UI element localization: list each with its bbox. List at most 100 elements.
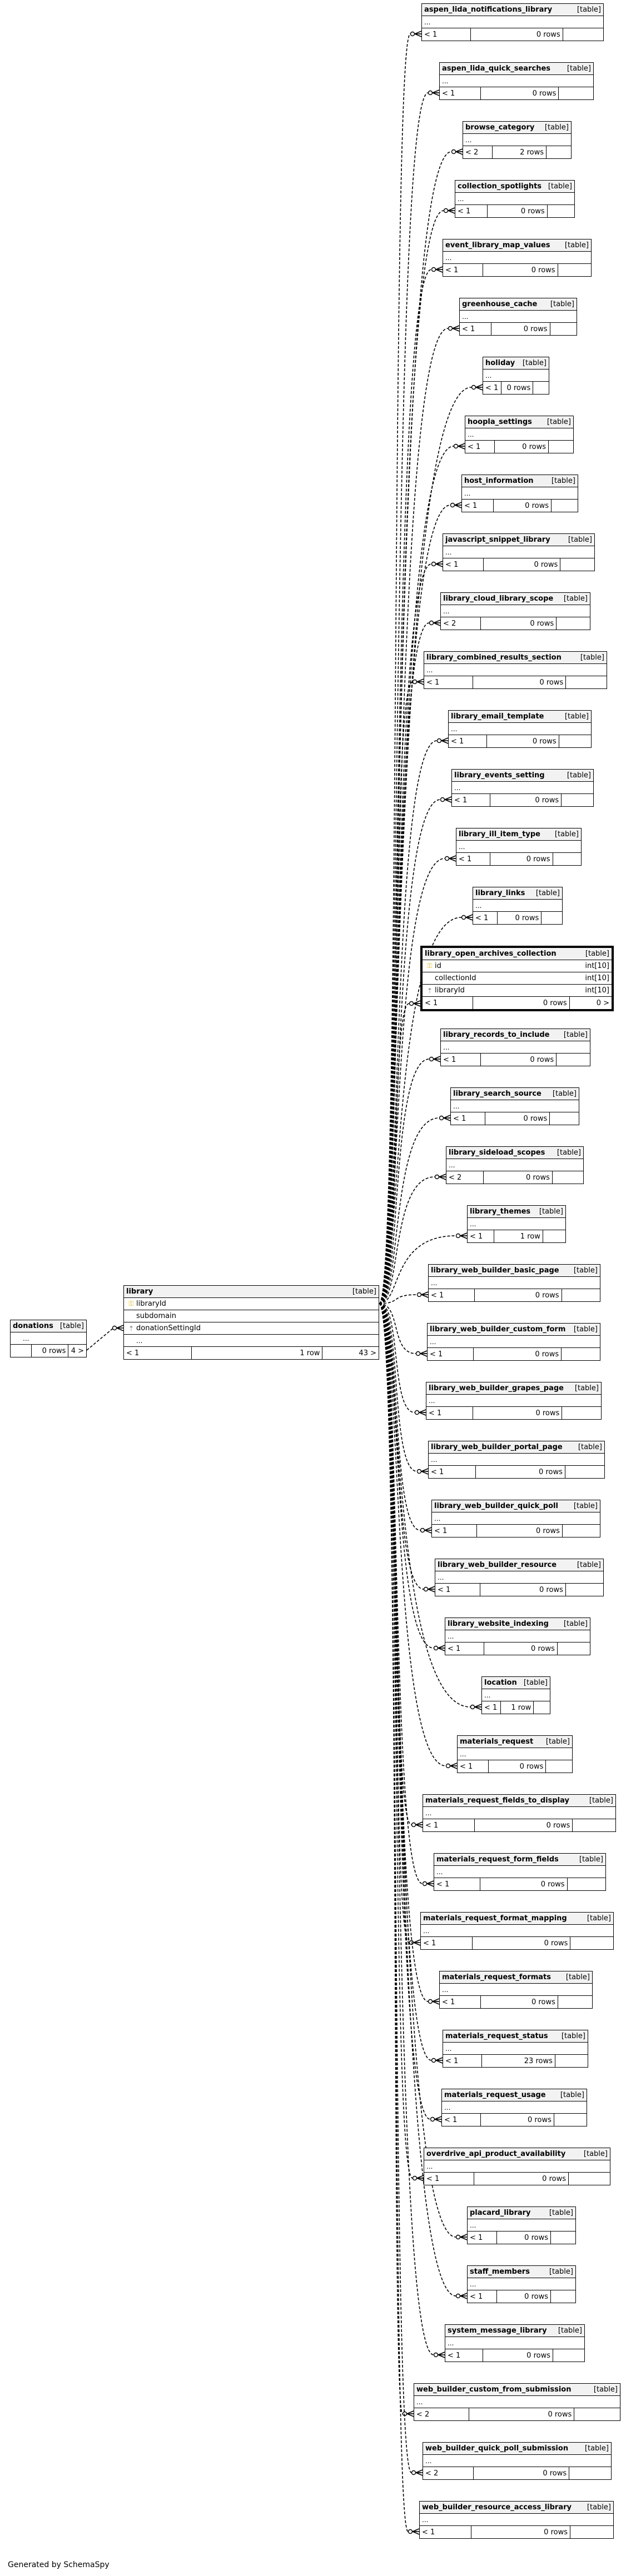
table-column[interactable]: ... xyxy=(445,1630,590,1643)
table-column[interactable]: ... xyxy=(424,664,607,676)
table-name[interactable]: library_email_template xyxy=(451,712,544,721)
table-column[interactable]: ... xyxy=(452,782,593,794)
table-name[interactable]: library_cloud_library_scope xyxy=(443,595,554,603)
table-column[interactable]: ... xyxy=(468,2219,575,2231)
table-column[interactable]: ... xyxy=(440,1984,592,1996)
table-overdrive-api-product-availability[interactable]: overdrive_api_product_availability[table… xyxy=(424,2148,610,2185)
table-column[interactable]: ... xyxy=(441,605,590,617)
table-name[interactable]: library_combined_results_section xyxy=(426,653,562,662)
table-library-web-builder-custom-form[interactable]: library_web_builder_custom_form[table]..… xyxy=(427,1323,600,1361)
table-column[interactable]: ... xyxy=(429,1454,604,1466)
table-column[interactable]: ... xyxy=(468,2278,575,2290)
table-name[interactable]: library_web_builder_portal_page xyxy=(431,1443,563,1451)
table-library-web-builder-portal-page[interactable]: library_web_builder_portal_page[table]..… xyxy=(428,1441,605,1479)
table-column[interactable]: ... xyxy=(426,1395,601,1407)
table-aspen-lida-notifications-library[interactable]: aspen_lida_notifications_library[table].… xyxy=(421,3,604,41)
table-name[interactable]: staff_members xyxy=(470,2268,530,2276)
table-column[interactable]: ... xyxy=(420,2514,613,2526)
table-column[interactable]: ... xyxy=(423,2455,611,2467)
table-column[interactable]: ... xyxy=(468,1218,565,1230)
table-column[interactable]: ... xyxy=(443,2043,588,2055)
table-column[interactable]: ... xyxy=(465,428,573,441)
table-name[interactable]: library_website_indexing xyxy=(448,1620,549,1628)
table-column[interactable]: ... xyxy=(424,2160,610,2173)
table-web-builder-resource-access-library[interactable]: web_builder_resource_access_library[tabl… xyxy=(419,2501,614,2539)
table-materials-request-format-mapping[interactable]: materials_request_format_mapping[table].… xyxy=(420,1912,614,1950)
table-column[interactable]: ... xyxy=(445,2337,584,2349)
table-column[interactable]: ... xyxy=(449,723,591,735)
table-column[interactable]: ... xyxy=(428,1336,600,1348)
table-column[interactable]: ... xyxy=(422,16,603,28)
table-name[interactable]: library_search_source xyxy=(453,1090,541,1098)
table-name[interactable]: library_sideload_scopes xyxy=(449,1149,545,1157)
table-name[interactable]: location xyxy=(484,1679,517,1687)
table-name[interactable]: library_web_builder_grapes_page xyxy=(429,1384,564,1392)
table-column[interactable]: subdomain xyxy=(124,1310,379,1322)
table-name[interactable]: host_information xyxy=(464,477,534,485)
table-column[interactable]: ... xyxy=(482,1689,550,1701)
table-name[interactable]: materials_request_form_fields xyxy=(436,1855,559,1864)
table-column[interactable]: ... xyxy=(435,1571,603,1584)
table-name[interactable]: aspen_lida_notifications_library xyxy=(424,6,553,14)
table-name[interactable]: materials_request xyxy=(460,1738,534,1746)
table-materials-request-fields-to-display[interactable]: materials_request_fields_to_display[tabl… xyxy=(423,1794,616,1832)
table-name[interactable]: web_builder_custom_from_submission xyxy=(416,2385,572,2394)
table-name[interactable]: library_web_builder_basic_page xyxy=(431,1266,559,1275)
table-web-builder-custom-from-submission[interactable]: web_builder_custom_from_submission[table… xyxy=(414,2383,620,2421)
table-name[interactable]: materials_request_fields_to_display xyxy=(425,1796,569,1805)
table-library-web-builder-basic-page[interactable]: library_web_builder_basic_page[table]...… xyxy=(428,1264,600,1302)
table-column[interactable]: ... xyxy=(462,487,578,500)
table-column[interactable]: ... xyxy=(443,252,591,264)
table-column[interactable]: ... xyxy=(463,134,571,146)
table-column[interactable]: ... xyxy=(11,1332,86,1345)
table-name[interactable]: hoopla_settings xyxy=(468,418,532,426)
table-name[interactable]: browse_category xyxy=(465,123,535,132)
table-column[interactable]: ... xyxy=(434,1866,605,1878)
table-name[interactable]: library_ill_item_type xyxy=(459,830,540,838)
table-name[interactable]: library_open_archives_collection xyxy=(425,950,557,958)
table-name[interactable]: system_message_library xyxy=(448,2327,547,2335)
table-column[interactable]: ... xyxy=(432,1512,600,1525)
table-column[interactable]: ... xyxy=(451,1100,579,1112)
table-name[interactable]: library_web_builder_custom_form xyxy=(430,1325,566,1334)
table-column[interactable]: ... xyxy=(124,1335,379,1347)
table-name[interactable]: aspen_lida_quick_searches xyxy=(442,64,550,73)
table-name[interactable]: overdrive_api_product_availability xyxy=(426,2150,566,2158)
table-name[interactable]: collection_spotlights xyxy=(458,182,542,191)
table-column[interactable]: ... xyxy=(421,1925,613,1937)
table-column[interactable]: ... xyxy=(441,1041,590,1054)
table-column[interactable]: ... xyxy=(458,1748,572,1760)
table-name[interactable]: web_builder_quick_poll_submission xyxy=(425,2444,569,2453)
table-library-web-builder-resource[interactable]: library_web_builder_resource[table]...< … xyxy=(435,1559,604,1596)
table-name[interactable]: library_web_builder_quick_poll xyxy=(434,1502,558,1510)
table-name[interactable]: holiday xyxy=(485,359,515,367)
table-web-builder-quick-poll-submission[interactable]: web_builder_quick_poll_submission[table]… xyxy=(423,2442,612,2480)
table-name[interactable]: library_records_to_include xyxy=(443,1031,550,1039)
table-name[interactable]: web_builder_resource_access_library xyxy=(422,2503,572,2512)
table-column[interactable]: ... xyxy=(483,370,549,382)
